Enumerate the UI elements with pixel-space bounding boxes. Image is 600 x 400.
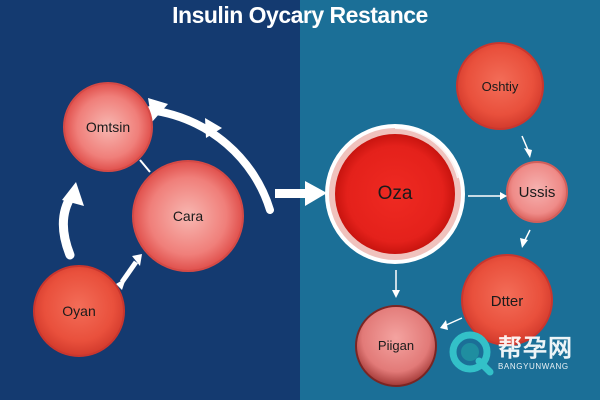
- cell-ussis: [506, 161, 568, 223]
- double-arrow-head-down: [116, 278, 126, 290]
- double-arrow-head-up: [132, 254, 142, 266]
- arrow-oza-ussis-head: [500, 192, 507, 200]
- left-arc-arrow-head: [62, 182, 84, 206]
- big-arrow-head: [305, 181, 327, 206]
- label-cara: Cara: [172, 208, 204, 224]
- double-arrow-line: [119, 260, 139, 284]
- watermark: 帮孕网 BANGYUNWANG: [444, 322, 594, 392]
- label-dtter: Dtter: [490, 292, 524, 310]
- arrow-center-piigan-head: [392, 290, 400, 298]
- curved-arrow-top: [146, 106, 274, 214]
- label-oshtiy: Oshtiy: [481, 78, 519, 94]
- watermark-logo-icon: [449, 331, 494, 376]
- watermark-name: 帮孕网: [498, 335, 573, 362]
- label-ussis: Ussis: [518, 183, 556, 201]
- curved-arrow-top-head: [148, 98, 168, 122]
- label-oza: Oza: [377, 183, 413, 204]
- cell-cara: [132, 160, 244, 272]
- big-arrow-shaft: [275, 189, 307, 198]
- arrow-dtter-piigan-line: [443, 317, 463, 327]
- arrow-ussis-dtter-head: [520, 238, 528, 248]
- cell-oyan: [33, 265, 125, 357]
- cell-piigan: [355, 305, 437, 387]
- watermark-subtext: BANGYUNWANG: [498, 362, 569, 371]
- left-arc-arrow: [58, 190, 77, 260]
- curved-arrow-top-mid-head: [205, 118, 222, 138]
- small-arrow-line: [139, 159, 151, 173]
- arrow-dtter-piigan-head: [440, 320, 448, 330]
- label-omtsin: Omtsin: [85, 119, 131, 135]
- label-oyan: Oyan: [62, 303, 96, 319]
- cell-omtsin: [63, 82, 153, 172]
- center-cell: [335, 134, 455, 254]
- cell-dtter: [461, 254, 553, 346]
- label-piigan: Piigan: [377, 337, 415, 353]
- arrow-oshtiy-ussis-line: [521, 135, 529, 151]
- center-ring-highlight: [394, 127, 459, 179]
- diagram-title: Insulin Oycary Restance: [172, 2, 428, 28]
- cell-oshtiy: [456, 42, 544, 130]
- arrow-oshtiy-ussis-head: [524, 148, 532, 158]
